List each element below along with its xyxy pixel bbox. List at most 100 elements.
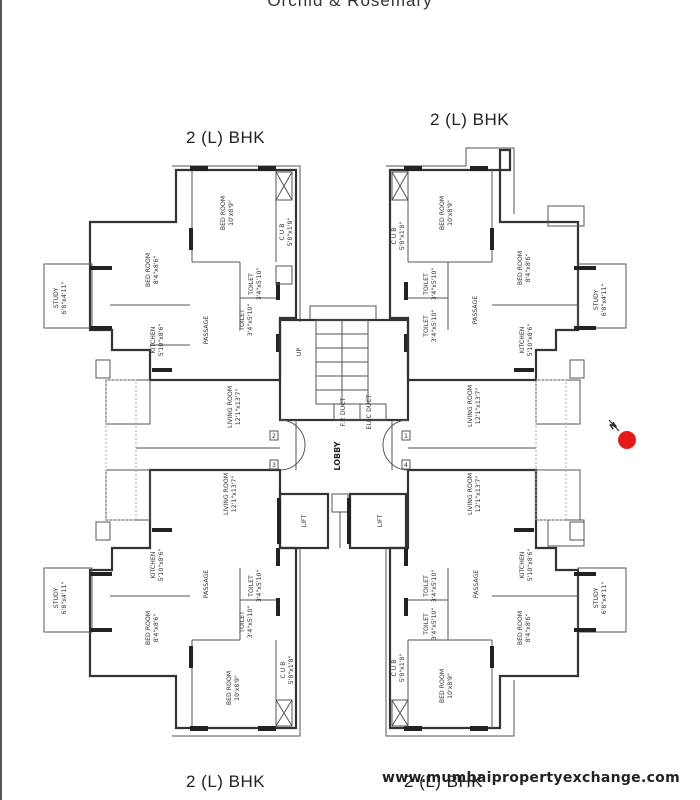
bed-room-small-dim: 8'4"x8'6" bbox=[153, 614, 160, 643]
unit-top-left: BED ROOM 10'x8'9" BED ROOM 8'4"x8'6" STU… bbox=[43, 165, 301, 428]
toilet-dim: 3'4"x5'10" bbox=[247, 606, 254, 639]
passage-label: PASSAGE bbox=[473, 570, 480, 598]
flat-number-4: 4 bbox=[404, 462, 408, 469]
living-room-label: LIVING ROOM bbox=[227, 386, 234, 428]
toilet-dim: 3'4"x5'10" bbox=[431, 268, 438, 301]
bed-room-label: BED ROOM bbox=[226, 671, 233, 705]
toilet-label: TOILET bbox=[239, 309, 246, 332]
living-room-dim: 12'1"x13'7" bbox=[231, 476, 238, 513]
study-dim: 6'8"x4'11" bbox=[61, 582, 68, 615]
svg-text:PASSAGE: PASSAGE bbox=[472, 296, 479, 324]
svg-text:4: 4 bbox=[404, 462, 408, 469]
svg-text:5'10"x8'6": 5'10"x8'6" bbox=[158, 549, 165, 582]
project-title: "Orchid & Rosemary" bbox=[260, 0, 440, 10]
svg-text:LIVING ROOM: LIVING ROOM bbox=[467, 473, 474, 515]
svg-text:KITCHEN: KITCHEN bbox=[150, 326, 157, 353]
unit-bottom-right: LIVING ROOM 12'1"x13'7" KITCHEN 5'10"x8'… bbox=[385, 468, 627, 737]
svg-text:TOILET: TOILET bbox=[423, 273, 430, 296]
unit-top-right: BED ROOM 10'x8'9" BED ROOM 8'4"x8'6" STU… bbox=[386, 147, 627, 427]
kitchen-dim: 5'10"x8'6" bbox=[158, 549, 165, 582]
svg-text:LIFT: LIFT bbox=[377, 515, 384, 528]
svg-text:STUDY: STUDY bbox=[53, 588, 60, 609]
toilet-dim: 3'4"x5'10" bbox=[256, 570, 263, 603]
flat-number-1: 1 bbox=[404, 433, 408, 440]
unit-label-top-right: 2 (L) BHK bbox=[430, 110, 510, 129]
cub-dim: 5'8"x1'8" bbox=[288, 656, 295, 685]
svg-text:BED ROOM: BED ROOM bbox=[439, 196, 446, 230]
svg-text:5'8"x1'8": 5'8"x1'8" bbox=[399, 654, 406, 683]
svg-text:3'4"x5'10": 3'4"x5'10" bbox=[247, 304, 254, 337]
passage-label: PASSAGE bbox=[472, 296, 479, 324]
svg-text:12'1"x13'7": 12'1"x13'7" bbox=[231, 476, 238, 513]
kitchen-dim: 5'10"x8'6" bbox=[158, 324, 165, 357]
toilet-dim: 3'4"x5'10" bbox=[256, 268, 263, 301]
svg-text:STUDY: STUDY bbox=[593, 588, 600, 609]
svg-text:LIVING ROOM: LIVING ROOM bbox=[467, 385, 474, 427]
kitchen-dim: 5'10"x8'6" bbox=[527, 324, 534, 357]
north-label: N bbox=[608, 420, 619, 431]
website-watermark: www.mumbaipropertyexchange.com bbox=[382, 770, 680, 786]
bed-room-label: BED ROOM bbox=[220, 196, 227, 230]
bed-room-small-dim: 8'4"x8'6" bbox=[153, 256, 160, 285]
bed-room-small-label: BED ROOM bbox=[145, 253, 152, 287]
svg-text:5'10"x8'6": 5'10"x8'6" bbox=[158, 324, 165, 357]
svg-text:C U B: C U B bbox=[279, 223, 286, 240]
cub-dim: 5'8"x1'8" bbox=[287, 218, 294, 247]
bed-room-dim: 10'x8'9" bbox=[447, 673, 454, 699]
svg-text:8'4"x8'6": 8'4"x8'6" bbox=[525, 614, 532, 643]
toilet-label: TOILET bbox=[423, 613, 430, 636]
toilet-label: TOILET bbox=[248, 273, 255, 296]
svg-text:KITCHEN: KITCHEN bbox=[519, 326, 526, 353]
bed-room-small-label: BED ROOM bbox=[517, 251, 524, 285]
living-room-label: LIVING ROOM bbox=[467, 473, 474, 515]
unit-label-bottom-right: 2 (L) BHK bbox=[404, 772, 484, 791]
svg-text:BED ROOM: BED ROOM bbox=[439, 669, 446, 703]
svg-text:5'8"x1'8": 5'8"x1'8" bbox=[399, 222, 406, 251]
cub-dim: 5'8"x1'8" bbox=[399, 654, 406, 683]
svg-text:ELEC DUCT: ELEC DUCT bbox=[366, 394, 373, 429]
svg-text:BED ROOM: BED ROOM bbox=[145, 611, 152, 645]
bed-room-label: BED ROOM bbox=[439, 196, 446, 230]
study-dim: 6'8"x4'11" bbox=[601, 582, 608, 615]
svg-text:BED ROOM: BED ROOM bbox=[145, 253, 152, 287]
svg-text:BED ROOM: BED ROOM bbox=[226, 671, 233, 705]
central-core: UP F.P. DUCT ELEC DUCT LOBBY 2 3 1 4 LIF… bbox=[136, 305, 536, 550]
svg-text:3'4"x5'10": 3'4"x5'10" bbox=[431, 608, 438, 641]
kitchen-label: KITCHEN bbox=[519, 326, 526, 353]
bed-room-small-dim: 8'4"x8'6" bbox=[525, 254, 532, 283]
unit-label-top-left: 2 (L) BHK bbox=[186, 128, 266, 147]
bed-room-small-dim: 8'4"x8'6" bbox=[525, 614, 532, 643]
study-dim: 6'8"x4'11" bbox=[601, 284, 608, 317]
living-room-dim: 12'1"x13'7" bbox=[235, 389, 242, 426]
passage-label: PASSAGE bbox=[203, 316, 210, 344]
svg-text:2: 2 bbox=[272, 433, 276, 440]
cub-label: C U B bbox=[391, 659, 398, 676]
cub-label: C U B bbox=[279, 223, 286, 240]
svg-text:F.P. DUCT: F.P. DUCT bbox=[340, 397, 347, 426]
svg-text:8'4"x8'6": 8'4"x8'6" bbox=[525, 254, 532, 283]
svg-text:BED ROOM: BED ROOM bbox=[220, 196, 227, 230]
svg-text:10'x8'9": 10'x8'9" bbox=[447, 673, 454, 699]
balconies bbox=[105, 379, 567, 521]
toilet-dim: 3'4"x5'10" bbox=[431, 310, 438, 343]
svg-text:5'8"x1'8": 5'8"x1'8" bbox=[287, 218, 294, 247]
flat-number-3: 3 bbox=[272, 462, 276, 469]
living-room-label: LIVING ROOM bbox=[223, 473, 230, 515]
toilet-dim: 3'4"x5'10" bbox=[431, 608, 438, 641]
cub-label: C U B bbox=[280, 661, 287, 678]
toilet-dim: 3'4"x5'10" bbox=[247, 304, 254, 337]
svg-text:10'x8'9": 10'x8'9" bbox=[234, 675, 241, 701]
unit-label-bottom-left: 2 (L) BHK bbox=[186, 772, 266, 791]
svg-text:PASSAGE: PASSAGE bbox=[203, 570, 210, 598]
svg-text:UP: UP bbox=[296, 348, 303, 357]
svg-text:10'x8'9": 10'x8'9" bbox=[228, 200, 235, 226]
kitchen-label: KITCHEN bbox=[519, 551, 526, 578]
bed-room-small-label: BED ROOM bbox=[517, 611, 524, 645]
kitchen-dim: 5'10"x8'6" bbox=[527, 549, 534, 582]
bed-room-dim: 10'x8'9" bbox=[447, 200, 454, 226]
kitchen-label: KITCHEN bbox=[150, 326, 157, 353]
svg-text:5'10"x8'6": 5'10"x8'6" bbox=[527, 549, 534, 582]
svg-text:TOILET: TOILET bbox=[423, 613, 430, 636]
svg-text:3'4"x5'10": 3'4"x5'10" bbox=[256, 268, 263, 301]
